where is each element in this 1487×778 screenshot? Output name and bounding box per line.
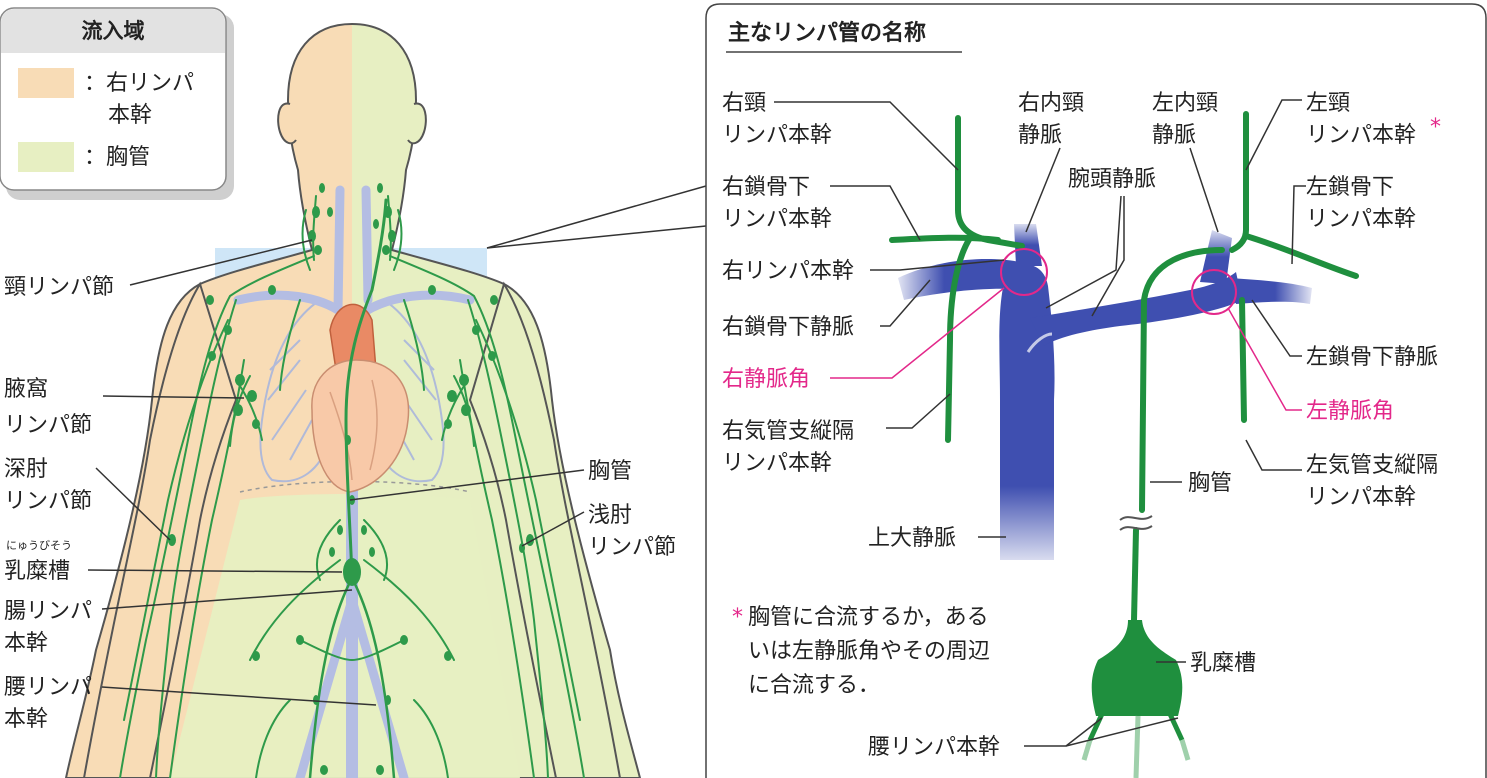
label-lumbar-2: 本幹	[4, 707, 48, 732]
label-cervical-nodes: 頸リンパ節	[4, 275, 114, 300]
label-right-ij-2: 静脈	[1018, 123, 1062, 148]
body-illustration	[64, 22, 707, 778]
label-right-subclavian-trunk-1: 右鎖骨下	[722, 175, 810, 200]
duct-break-mark	[1119, 515, 1153, 531]
label-detail-thoracic-duct: 胸管	[1188, 471, 1232, 496]
label-right-ij-1: 右内頸	[1018, 91, 1084, 116]
legend-swatch-right	[18, 68, 74, 98]
label-deep-elbow-1: 深肘	[4, 457, 48, 482]
note-asterisk: *	[732, 605, 743, 630]
label-right-venous-angle: 右静脈角	[722, 367, 810, 392]
major-veins	[233, 185, 475, 778]
heart	[311, 303, 410, 493]
label-right-subclavian-trunk-2: リンパ本幹	[722, 207, 832, 232]
right-subclavian-vein	[898, 259, 1030, 300]
label-axillary-2: リンパ節	[4, 413, 92, 438]
cisterna-chyli	[1091, 620, 1183, 716]
label-left-jugular-1: 左頸	[1306, 91, 1350, 116]
label-left-venous-angle: 左静脈角	[1306, 399, 1394, 424]
label-left-bronchomed-2: リンパ本幹	[1306, 485, 1416, 510]
detail-leader-lines	[774, 99, 1306, 747]
label-lumbar-1: 腰リンパ	[4, 675, 92, 700]
label-cisterna: 乳糜槽	[4, 559, 70, 584]
label-asterisk: *	[1430, 115, 1441, 140]
legend-left-line1: ：胸管	[84, 145, 150, 170]
label-right-bronchomed-2: リンパ本幹	[722, 451, 832, 476]
detail-veins	[898, 224, 1312, 560]
legend	[0, 7, 234, 200]
detail-panel	[705, 3, 1487, 778]
label-intestinal-1: 腸リンパ	[4, 599, 92, 624]
brachiocephalic-vein	[1030, 272, 1242, 346]
label-left-subclavian-trunk-1: 左鎖骨下	[1306, 175, 1394, 200]
label-right-jugular-2: リンパ本幹	[722, 123, 832, 148]
label-right-subclavian-vein: 右鎖骨下静脈	[722, 315, 854, 340]
label-left-ij-1: 左内頸	[1152, 91, 1218, 116]
label-brachiocephalic: 腕頭静脈	[1068, 167, 1156, 192]
label-detail-lumbar: 腰リンパ本幹	[868, 735, 1000, 760]
label-thoracic-duct: 胸管	[588, 459, 632, 484]
label-cisterna-ruby: にゅうびそう	[6, 539, 72, 552]
right-venous-angle-circle	[1000, 248, 1048, 296]
label-left-subclavian-trunk-2: リンパ本幹	[1306, 207, 1416, 232]
lymph-vessels	[119, 195, 585, 778]
note-line-1: 胸管に合流するか，ある	[748, 605, 989, 630]
detail-pink-leaders	[830, 287, 1302, 411]
label-superficial-elbow-2: リンパ節	[588, 535, 676, 560]
label-right-jugular-1: 右頸	[722, 91, 766, 116]
label-detail-cisterna: 乳糜槽	[1190, 651, 1256, 676]
detail-title: 主なリンパ管の名称	[728, 20, 926, 46]
lumbar-trunks	[1081, 712, 1191, 778]
left-subclavian-vein	[1230, 278, 1312, 304]
label-svc: 上大静脈	[868, 526, 956, 551]
right-ear	[277, 102, 297, 145]
label-superficial-elbow-1: 浅肘	[588, 503, 632, 528]
detail-lymph-trunks	[889, 111, 1359, 623]
body-leader-lines	[87, 185, 707, 706]
legend-right-line2: 本幹	[108, 103, 152, 128]
note-line-3: に合流する．	[748, 673, 880, 698]
lymph-nodes	[168, 183, 534, 775]
label-right-lymph-duct: 右リンパ本幹	[722, 259, 854, 284]
label-left-ij-2: 静脈	[1152, 123, 1196, 148]
label-left-subclavian-vein: 左鎖骨下静脈	[1306, 345, 1438, 370]
label-left-bronchomed-1: 左気管支縦隔	[1306, 453, 1438, 478]
label-right-bronchomed-1: 右気管支縦隔	[722, 419, 854, 444]
left-venous-angle-circle	[1191, 269, 1237, 315]
legend-right-line1: ：右リンパ	[84, 71, 194, 96]
left-ear	[407, 102, 427, 145]
label-left-jugular-2: リンパ本幹	[1306, 123, 1416, 148]
svc	[999, 264, 1055, 560]
label-deep-elbow-2: リンパ節	[4, 489, 92, 514]
note-line-2: いは左静脈角やその周辺	[748, 639, 990, 664]
label-intestinal-2: 本幹	[4, 631, 48, 656]
right-internal-jugular	[1014, 224, 1042, 266]
legend-title: 流入域	[82, 19, 145, 43]
legend-swatch-left	[18, 142, 74, 172]
label-axillary-1: 腋窩	[4, 377, 48, 402]
